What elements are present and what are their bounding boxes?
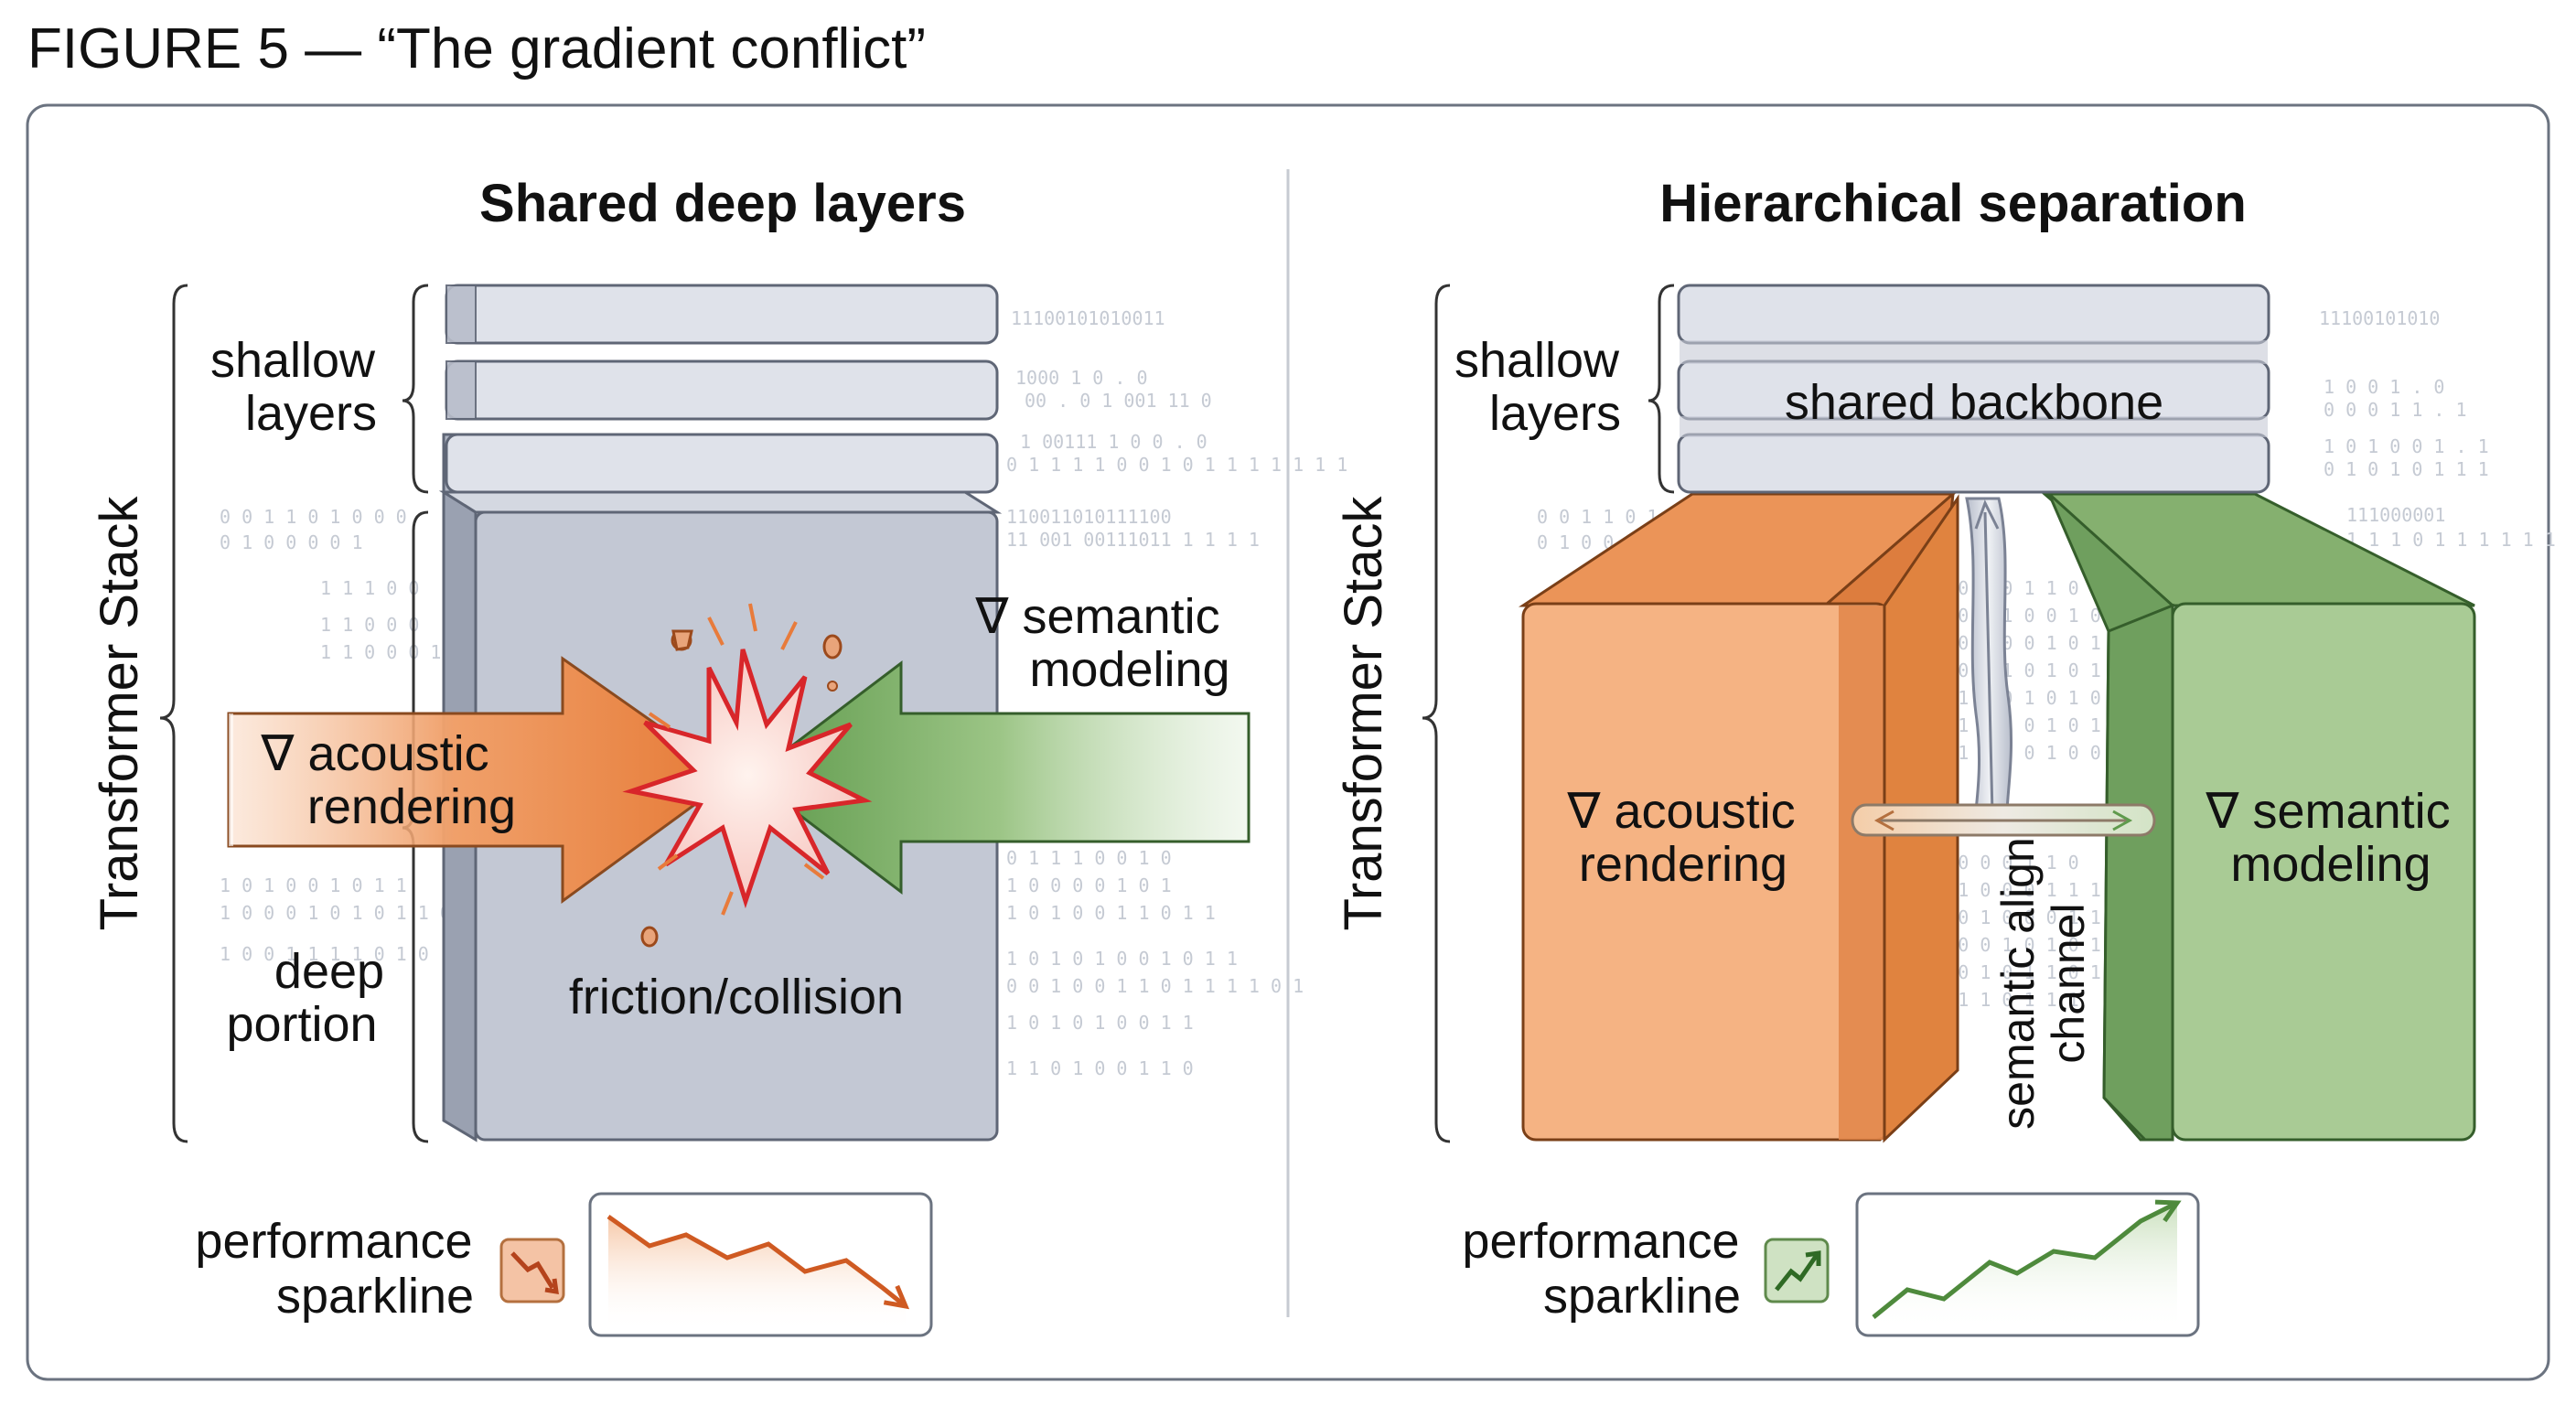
svg-text:1 0 1 0 0 1 0 1 1: 1 0 1 0 0 1 0 1 1 bbox=[220, 874, 407, 896]
svg-text:0 1 0 1 0 1 1 1: 0 1 0 1 0 1 1 1 bbox=[2324, 458, 2489, 480]
left-sparkline-area bbox=[608, 1217, 906, 1331]
svg-text:1000 1 0 . 0: 1000 1 0 . 0 bbox=[1015, 367, 1148, 389]
left-semantic-line1: ∇ semantic bbox=[974, 589, 1219, 644]
left-semantic-line2: modeling bbox=[1029, 642, 1229, 697]
svg-text:1 0 1 0 1 0 0 1 0 1 1: 1 0 1 0 1 0 0 1 0 1 1 bbox=[1006, 948, 1238, 970]
svg-text:1 0 1 0 0 1 1 0 1 1: 1 0 1 0 0 1 1 0 1 1 bbox=[1006, 902, 1216, 924]
left-sparkline-line bbox=[606, 1214, 907, 1308]
channel-line1: semantic align bbox=[1992, 837, 2044, 1130]
svg-text:1 0 1 0 1 0 0 1 1: 1 0 1 0 1 0 0 1 1 bbox=[1006, 1012, 1194, 1034]
right-acoustic-line2: rendering bbox=[1579, 837, 1787, 892]
svg-text:0 0 0 1 1 . 1: 0 0 0 1 1 . 1 bbox=[2324, 399, 2467, 421]
right-shallow-brace bbox=[1648, 284, 1675, 494]
left-shallow-layer-3 bbox=[442, 433, 999, 494]
left-shallow-layer-1 bbox=[445, 284, 999, 345]
svg-text:110011010111100: 110011010111100 bbox=[1006, 506, 1172, 528]
left-sparkline-line1: performance bbox=[195, 1214, 472, 1269]
left-shallow-line2: layers bbox=[245, 386, 377, 441]
svg-text:1 1 1 0 0: 1 1 1 0 0 bbox=[320, 577, 419, 599]
svg-text:0 0 1 1 0 1 0 0 0: 0 0 1 1 0 1 0 0 0 bbox=[220, 506, 407, 528]
align-bridge-arrow bbox=[1851, 803, 2156, 837]
right-shallow-line2: layers bbox=[1489, 386, 1621, 441]
right-sparkline-arrowhead bbox=[2154, 1199, 2182, 1223]
right-sparkline-line1: performance bbox=[1462, 1214, 1739, 1269]
svg-text:1 1 0 1 0 0 1 1 0: 1 1 0 1 0 0 1 1 0 bbox=[1006, 1057, 1194, 1079]
svg-text:0 0 1 0 0 1 1 0 1 1 1 1 0 1: 0 0 1 0 0 1 1 0 1 1 1 1 0 1 bbox=[1006, 975, 1304, 997]
collision-label: friction/collision bbox=[569, 970, 904, 1024]
right-semantic-line2: modeling bbox=[2230, 837, 2431, 892]
svg-text:1 0 1 0 0 1 . 1: 1 0 1 0 0 1 . 1 bbox=[2324, 435, 2489, 457]
backbone-label: shared backbone bbox=[1785, 375, 2163, 430]
svg-text:1 0 0 0 0 1 0 1: 1 0 0 0 0 1 0 1 bbox=[1006, 874, 1172, 896]
svg-text:11100101010: 11100101010 bbox=[2319, 307, 2440, 329]
svg-text:0 1 1 1 1 0 0 1 0 1 1 1 1 1 1: 0 1 1 1 1 0 0 1 0 1 1 1 1 1 1 1 bbox=[1006, 454, 1347, 476]
left-shallow-layer-2 bbox=[445, 359, 999, 421]
left-deep-line2: portion bbox=[226, 997, 377, 1052]
right-stack-brace bbox=[1422, 284, 1451, 1143]
svg-text:0 1 0 0 0 0 1: 0 1 0 0 0 0 1 bbox=[220, 531, 363, 553]
left-sparkline-line2: sparkline bbox=[276, 1269, 474, 1324]
right-acoustic-line1: ∇ acoustic bbox=[1566, 784, 1795, 839]
left-sparkline-arrowhead bbox=[883, 1284, 910, 1310]
trend-up-icon bbox=[1764, 1238, 1830, 1303]
left-acoustic-line2: rendering bbox=[307, 779, 516, 834]
svg-text:1 0 0 0 1 0 1 0 1 1 0 1: 1 0 0 0 1 0 1 0 1 1 0 1 bbox=[220, 902, 473, 924]
right-sparkline-line bbox=[1872, 1200, 2179, 1319]
svg-text:1 1 1 0 1 1 1 1 1 1: 1 1 1 0 1 1 1 1 1 1 bbox=[2346, 529, 2556, 551]
svg-text:111000001: 111000001 bbox=[2346, 504, 2445, 526]
svg-text:1 1 0 0 0: 1 1 0 0 0 bbox=[320, 614, 419, 636]
svg-text:1 00111 1 0 0 . 0: 1 00111 1 0 0 . 0 bbox=[1020, 431, 1208, 453]
left-axis-label: Transformer Stack bbox=[90, 496, 149, 931]
trend-down-icon bbox=[499, 1238, 565, 1303]
left-stack-brace bbox=[159, 284, 188, 1143]
collision-burst-icon bbox=[622, 603, 873, 948]
figure-title: FIGURE 5 — “The gradient conflict” bbox=[27, 17, 926, 80]
left-semantic-arrow bbox=[747, 660, 1250, 896]
right-semantic-line1: ∇ semantic bbox=[2205, 784, 2450, 839]
svg-text:1 0 0 1 1 1 1 0 1 0: 1 0 0 1 1 1 1 0 1 0 bbox=[220, 943, 429, 965]
left-shallow-line1: shallow bbox=[210, 333, 376, 388]
acoustic-branch-block bbox=[1519, 490, 1959, 1143]
right-shallow-line1: shallow bbox=[1454, 333, 1620, 388]
left-deep-line1: deep bbox=[274, 944, 384, 999]
right-sparkline-line2: sparkline bbox=[1543, 1269, 1741, 1324]
left-acoustic-arrow bbox=[227, 656, 735, 904]
left-shallow-brace bbox=[402, 284, 429, 494]
binary-texture-left: 11100101010011 1000 1 0 . 0 00 . 0 1 001… bbox=[220, 307, 1347, 1079]
shared-backbone-block bbox=[1677, 284, 2270, 494]
left-panel-title: Shared deep layers bbox=[479, 174, 966, 233]
right-panel-title: Hierarchical separation bbox=[1659, 174, 2247, 233]
right-sparkline-area bbox=[1873, 1203, 2177, 1331]
svg-text:1 0 0 1 . 0: 1 0 0 1 . 0 bbox=[2324, 376, 2444, 398]
svg-text:0 1 1 1 0 0 1 0: 0 1 1 1 0 0 1 0 bbox=[1006, 847, 1172, 869]
svg-text:11100101010011: 11100101010011 bbox=[1011, 307, 1165, 329]
svg-text:00 . 0 1 001 11 0: 00 . 0 1 001 11 0 bbox=[1025, 390, 1212, 412]
left-acoustic-line1: ∇ acoustic bbox=[260, 726, 488, 781]
right-axis-label: Transformer Stack bbox=[1334, 496, 1393, 931]
channel-line2: channel bbox=[2043, 903, 2094, 1063]
svg-text:11 001 00111011 1 1 1 1: 11 001 00111011 1 1 1 1 bbox=[1006, 529, 1260, 551]
svg-text:1 1 0 0 0 1 0: 1 1 0 0 0 1 0 bbox=[320, 641, 464, 663]
